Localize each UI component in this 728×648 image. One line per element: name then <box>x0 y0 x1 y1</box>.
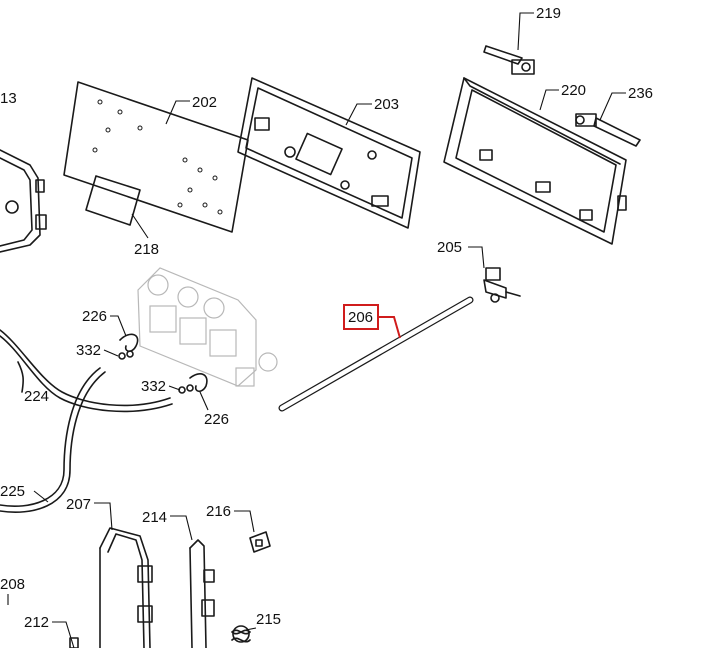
label-203[interactable]: 203 <box>374 96 399 113</box>
part-203-drawing[interactable] <box>237 77 421 229</box>
label-220[interactable]: 220 <box>561 82 586 99</box>
label-208[interactable]: 208 <box>0 576 25 593</box>
clamp-226-lower-drawing[interactable] <box>189 373 208 393</box>
label-226-lower[interactable]: 226 <box>204 411 229 428</box>
clamp-332-upper-drawing[interactable] <box>118 350 134 360</box>
label-224[interactable]: 224 <box>24 388 49 405</box>
valve-block-drawing <box>137 267 278 387</box>
label-215[interactable]: 215 <box>256 611 281 628</box>
hose-225-drawing[interactable] <box>0 367 106 513</box>
label-332-upper[interactable]: 332 <box>76 342 101 359</box>
part-236-drawing[interactable] <box>575 113 641 147</box>
label-206-highlight-box <box>343 304 379 330</box>
part-216-drawing[interactable] <box>249 531 271 553</box>
part-13-drawing[interactable] <box>0 149 47 253</box>
label-206[interactable]: 206 <box>348 309 373 326</box>
clamp-332-lower-drawing[interactable] <box>178 384 194 394</box>
part-202-drawing[interactable] <box>63 81 249 233</box>
label-205[interactable]: 205 <box>437 239 462 256</box>
label-219[interactable]: 219 <box>536 5 561 22</box>
label-214[interactable]: 214 <box>142 509 167 526</box>
part-205-drawing[interactable] <box>483 267 521 303</box>
part-206-drawing[interactable] <box>278 296 474 412</box>
part-207-drawing[interactable] <box>99 527 153 648</box>
label-332-lower[interactable]: 332 <box>141 378 166 395</box>
part-215-drawing[interactable] <box>231 625 251 643</box>
part-218-drawing[interactable] <box>85 175 141 226</box>
label-202[interactable]: 202 <box>192 94 217 111</box>
label-236[interactable]: 236 <box>628 85 653 102</box>
part-212-drawing[interactable] <box>69 637 79 648</box>
part-219-drawing[interactable] <box>483 45 535 75</box>
hose-224-drawing[interactable] <box>0 329 173 413</box>
label-226-upper[interactable]: 226 <box>82 308 107 325</box>
part-220-drawing[interactable] <box>443 77 627 245</box>
label-225[interactable]: 225 <box>0 483 25 500</box>
part-214-drawing[interactable] <box>189 539 215 648</box>
label-218[interactable]: 218 <box>134 241 159 258</box>
label-216[interactable]: 216 <box>206 503 231 520</box>
label-13[interactable]: 13 <box>0 90 17 107</box>
label-212[interactable]: 212 <box>24 614 49 631</box>
label-207[interactable]: 207 <box>66 496 91 513</box>
clamp-226-upper-drawing[interactable] <box>119 333 139 353</box>
